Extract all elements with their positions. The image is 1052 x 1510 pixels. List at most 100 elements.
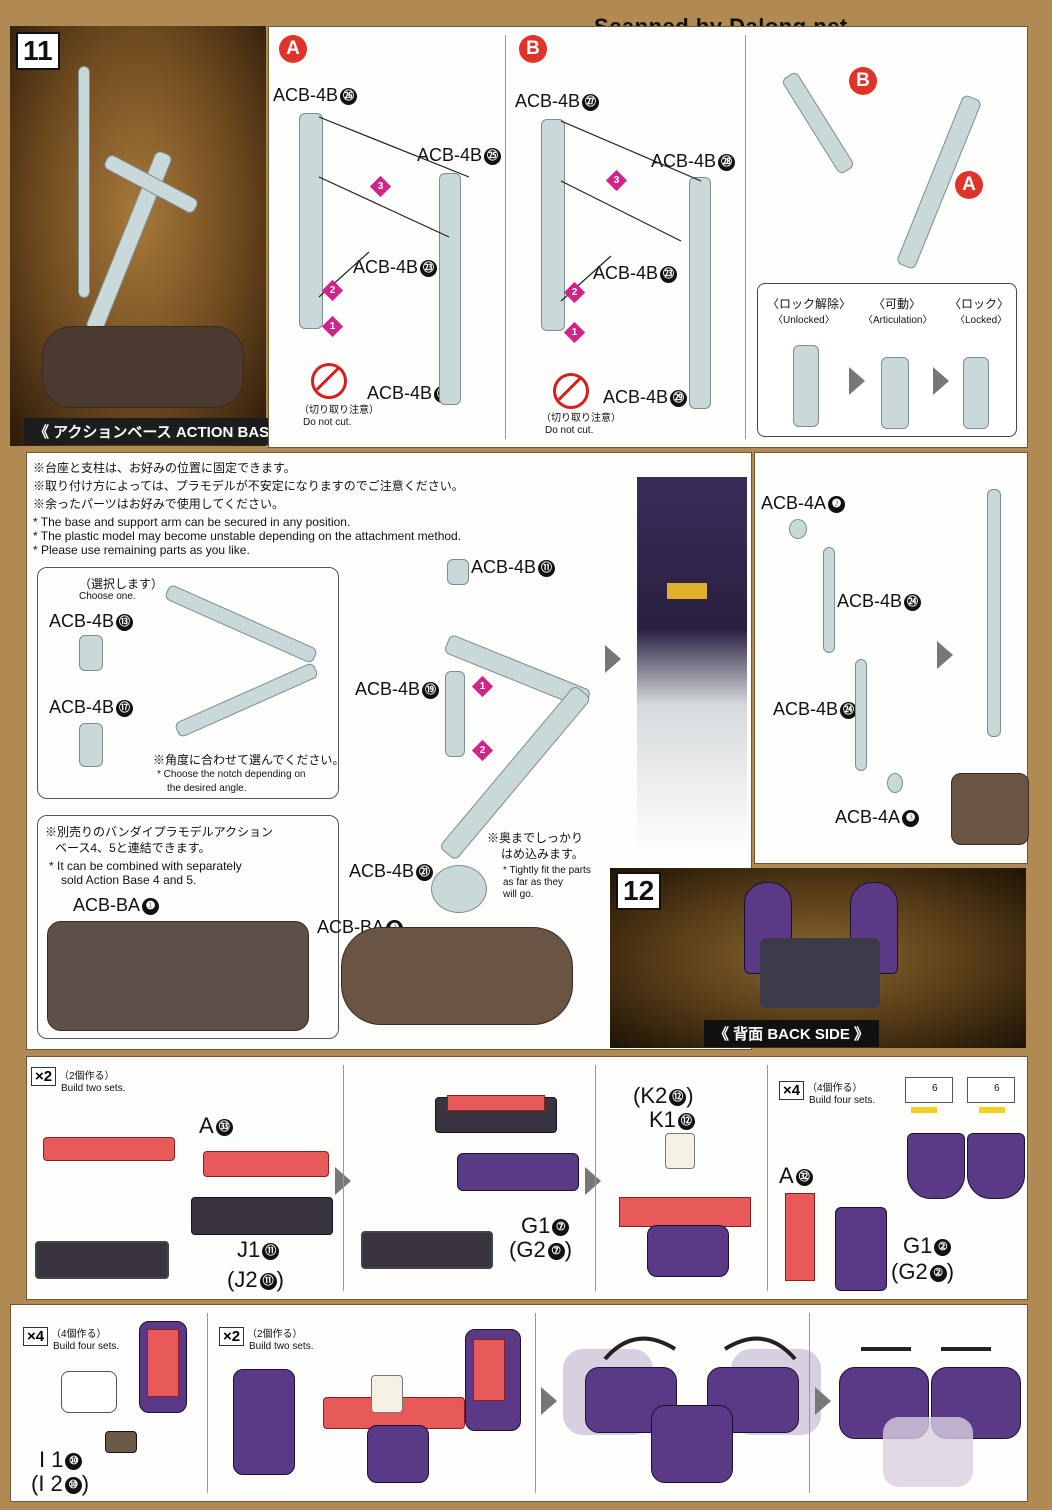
- push-arrow-icon: [861, 1347, 991, 1351]
- ghost-center: [883, 1417, 973, 1487]
- combined-bases: [47, 921, 309, 1031]
- g1-detail: [361, 1231, 493, 1269]
- part-g1: [457, 1153, 579, 1191]
- note-jp-3: ※余ったパーツはお好みで使用してください。: [33, 497, 285, 511]
- pole-part-b: [689, 177, 711, 409]
- hex-base: [341, 927, 573, 1025]
- build-four-en: Build four sets.: [53, 1341, 120, 1352]
- step-marker-1-a: 1: [321, 315, 344, 338]
- step-marker-1-b: 1: [563, 321, 586, 344]
- assembly-arrows-b: [560, 120, 702, 302]
- next-arrow-icon: [585, 1167, 601, 1195]
- no-cut-jp: （切り取り注意）: [541, 413, 621, 424]
- arm-part-a: [299, 113, 323, 329]
- seal-box-1: 6: [905, 1077, 953, 1103]
- red-insert: [147, 1329, 179, 1397]
- arm-part-b: [541, 119, 565, 331]
- pole-part-a: [439, 173, 461, 405]
- part-acb-4a2: [789, 519, 807, 539]
- model-photo: [637, 477, 747, 857]
- seal-number: 6: [932, 1083, 938, 1094]
- part-acb-4a3: [887, 773, 903, 793]
- part-j1: [191, 1197, 333, 1235]
- divider: [505, 35, 506, 439]
- subassembly-b-marker: B: [849, 67, 877, 95]
- part-a32: [785, 1193, 815, 1281]
- combine-en-2: sold Action Base 4 and 5.: [61, 873, 197, 887]
- seal-box-2: 6: [967, 1077, 1015, 1103]
- part-j1-detail: [35, 1241, 169, 1279]
- build-four-jp: （4個作る）: [51, 1329, 107, 1340]
- fit-note-jp-1: ※奥までしっかり: [487, 831, 584, 845]
- combine-jp-2: ベース4、5と連結できます。: [55, 841, 211, 855]
- build-two-jp: （2個作る）: [59, 1071, 115, 1082]
- no-cut-jp: （切り取り注意）: [299, 405, 379, 416]
- support-pole: [78, 66, 90, 298]
- step-marker-2: 2: [471, 739, 494, 762]
- yellow-detail: [667, 583, 707, 599]
- next-arrow-icon: [933, 367, 949, 395]
- note-en-3: * Please use remaining parts as you like…: [33, 543, 250, 557]
- multiplier-badge: ×4: [779, 1081, 805, 1100]
- red-insert-right: [473, 1339, 505, 1401]
- hex-base: [951, 773, 1029, 845]
- yellow-seal-1: [911, 1107, 937, 1113]
- build-two-jp: （2個作る）: [247, 1329, 303, 1340]
- part-g1-shell: [835, 1207, 887, 1291]
- build-two-en: Build two sets.: [249, 1341, 314, 1352]
- fit-note-en-1: * Tightly fit the parts: [503, 865, 591, 876]
- no-cut-icon: [311, 363, 347, 399]
- locked-en: 〈Locked〉: [955, 315, 1008, 326]
- combine-box: [37, 815, 339, 1039]
- locked-jp: 〈ロック〉: [949, 297, 1010, 311]
- choose-jp: （選択します）: [79, 577, 164, 591]
- part-acb24-b: [855, 659, 867, 771]
- divider: [535, 1313, 536, 1493]
- part-a33-detail: [43, 1137, 175, 1161]
- subassembly-a-marker: A: [279, 35, 307, 63]
- part-k1: [665, 1133, 695, 1169]
- arm-b-assembled: [780, 70, 856, 176]
- build-two-en: Build two sets.: [61, 1083, 126, 1094]
- next-arrow-icon: [605, 645, 621, 673]
- angle-note-en-2: the desired angle.: [167, 783, 247, 794]
- seal-number: 6: [994, 1083, 1000, 1094]
- angle-note-en-1: * Choose the notch depending on: [157, 769, 306, 780]
- note-jp-1: ※台座と支柱は、お好みの位置に固定できます。: [33, 461, 296, 475]
- part-acb24-a: [823, 547, 835, 653]
- combine-en-1: * It can be combined with separately: [49, 859, 242, 873]
- note-en-2: * The plastic model may become unstable …: [33, 529, 462, 543]
- note-en-1: * The base and support arm can be secure…: [33, 515, 351, 529]
- red-cover: [447, 1095, 545, 1111]
- seal-target-2: [967, 1133, 1025, 1199]
- step-marker-3-b: 3: [605, 169, 628, 192]
- lock-unlocked-illustration: [793, 345, 819, 427]
- multiplier-badge: ×4: [23, 1327, 49, 1346]
- multiplier-badge: ×2: [219, 1327, 245, 1346]
- part-a33: [203, 1151, 329, 1177]
- divider: [809, 1313, 810, 1493]
- part-acb17: [79, 723, 103, 767]
- side-shell-left: [233, 1369, 295, 1475]
- i1-detail-bubble: [61, 1371, 117, 1413]
- choose-en: Choose one.: [79, 591, 136, 602]
